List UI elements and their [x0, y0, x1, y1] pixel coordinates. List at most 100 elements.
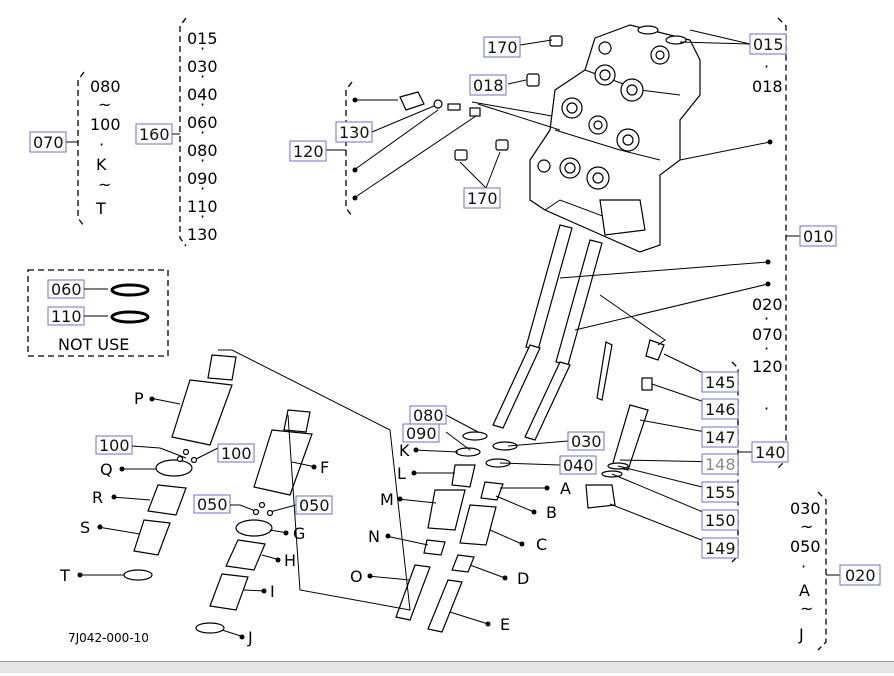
list-020-item: ~ — [800, 517, 813, 536]
group-120: 120 130 — [289, 81, 373, 217]
letter-callouts: P Q R S T F G H I J K L M N O A B — [59, 389, 571, 647]
ref-box-130[interactable] — [335, 121, 373, 143]
list-020-item: · — [801, 557, 806, 576]
callout-i: I — [270, 582, 275, 601]
ref-box-100-right[interactable] — [217, 443, 255, 463]
o-ring-icon — [110, 310, 150, 324]
ref-box-010[interactable] — [799, 225, 837, 247]
list-020-item: J — [798, 625, 804, 644]
list-160-item: 040 — [187, 85, 218, 104]
callout-d: D — [517, 569, 529, 588]
ref-box-146[interactable] — [701, 398, 739, 420]
list-010-item: · — [764, 399, 769, 418]
ref-100a-label: 100 — [99, 436, 130, 455]
ref-170a-label: 170 — [487, 38, 518, 57]
ref-box-120[interactable] — [289, 140, 327, 162]
callout-m: M — [380, 490, 394, 509]
ref-155-label: 155 — [705, 483, 736, 502]
list-160-item: · — [200, 123, 205, 142]
ref-box-050-right[interactable] — [295, 495, 333, 515]
ref-box-160[interactable] — [135, 123, 173, 145]
ref-box-040[interactable] — [559, 455, 597, 475]
ref-box-070[interactable] — [29, 131, 67, 153]
ref-box-020[interactable] — [839, 564, 881, 586]
ref-015-label: 015 — [753, 35, 784, 54]
ref-box-030[interactable] — [567, 431, 605, 451]
ref-080-label: 080 — [413, 406, 444, 425]
not-use-panel: 060 110 NOT USE — [27, 269, 169, 357]
not-use-label: NOT USE — [58, 335, 129, 354]
callout-n: N — [368, 527, 380, 546]
list-010-item: 070 — [752, 325, 783, 344]
list-160-item: · — [200, 151, 205, 170]
ref-130-label: 130 — [339, 123, 370, 142]
list-010-item: 120 — [752, 357, 783, 376]
bracket-070 — [77, 71, 85, 227]
ref-148-label: 148 — [705, 455, 736, 474]
list-160-item: 030 — [187, 57, 218, 76]
ref-018-label: 018 — [473, 76, 504, 95]
ref-box-018[interactable] — [469, 74, 507, 96]
list-160-item: 060 — [187, 113, 218, 132]
ref-box-149[interactable] — [701, 537, 739, 559]
ref-box-170-bottom[interactable] — [463, 187, 501, 209]
ref-010-label: 010 — [803, 227, 834, 246]
bracket-160 — [179, 17, 187, 247]
callout-f: F — [320, 458, 329, 477]
ref-020-label: 020 — [845, 566, 876, 585]
ref-070-label: 070 — [33, 133, 64, 152]
list-070-item: 100 — [90, 115, 121, 134]
ref-146-label: 146 — [705, 400, 736, 419]
ref-box-015[interactable] — [749, 33, 787, 55]
ref-160-label: 160 — [139, 125, 170, 144]
list-160-item: · — [200, 39, 205, 58]
left-assembly-f-j — [195, 409, 313, 634]
list-160-item: 080 — [187, 141, 218, 160]
ref-145-label: 145 — [705, 373, 736, 392]
ref-box-050-left[interactable] — [193, 494, 231, 514]
ref-box-145[interactable] — [701, 371, 739, 393]
list-160-item: 110 — [187, 197, 218, 216]
ref-147-label: 147 — [705, 428, 736, 447]
callout-a: A — [560, 479, 571, 498]
ref-box-100-left[interactable] — [95, 435, 133, 455]
spools — [492, 224, 613, 441]
ref-box-147[interactable] — [701, 426, 739, 448]
list-010-item: · — [764, 339, 769, 358]
list-020-item: 050 — [790, 537, 821, 556]
ref-040-label: 040 — [563, 456, 594, 475]
list-160-item: 090 — [187, 169, 218, 188]
ref-050a-label: 050 — [197, 495, 228, 514]
bottom-scrollbar[interactable] — [0, 661, 894, 673]
callout-l: L — [397, 464, 406, 483]
ref-box-150[interactable] — [701, 509, 739, 531]
ref-box-155[interactable] — [701, 481, 739, 503]
callout-k: K — [399, 441, 410, 460]
list-160-item: · — [200, 179, 205, 198]
ref-090-label: 090 — [406, 424, 437, 443]
callout-t: T — [59, 566, 70, 585]
group-140: 145 146 147 148 155 150 149 140 — [701, 361, 789, 563]
ref-050b-label: 050 — [299, 496, 330, 515]
list-070-item: T — [95, 199, 106, 218]
ref-box-090[interactable] — [402, 423, 440, 443]
list-070-group: 080 ~ 100 · K ~ T 070 — [29, 71, 121, 227]
list-010-item: · — [764, 309, 769, 328]
list-070-item: ~ — [98, 175, 111, 194]
ref-box-148[interactable] — [701, 453, 739, 475]
callout-o: O — [350, 567, 363, 586]
ref-box-170-top[interactable] — [483, 36, 521, 58]
ref-box-140[interactable] — [751, 441, 789, 463]
list-160-group: 015 · 030 · 040 · 060 · 080 · 090 · 110 … — [135, 17, 218, 247]
callout-j: J — [247, 628, 253, 647]
ref-110-label: 110 — [51, 307, 82, 326]
list-160-item: · — [200, 67, 205, 86]
ref-120-label: 120 — [293, 142, 324, 161]
ref-030-label: 030 — [571, 432, 602, 451]
callout-c: C — [536, 535, 547, 554]
middle-refs: 080 090 030 040 — [402, 405, 605, 475]
ref-150-label: 150 — [705, 511, 736, 530]
ref-170b-label: 170 — [467, 189, 498, 208]
list-160-item: 015 — [187, 29, 218, 48]
